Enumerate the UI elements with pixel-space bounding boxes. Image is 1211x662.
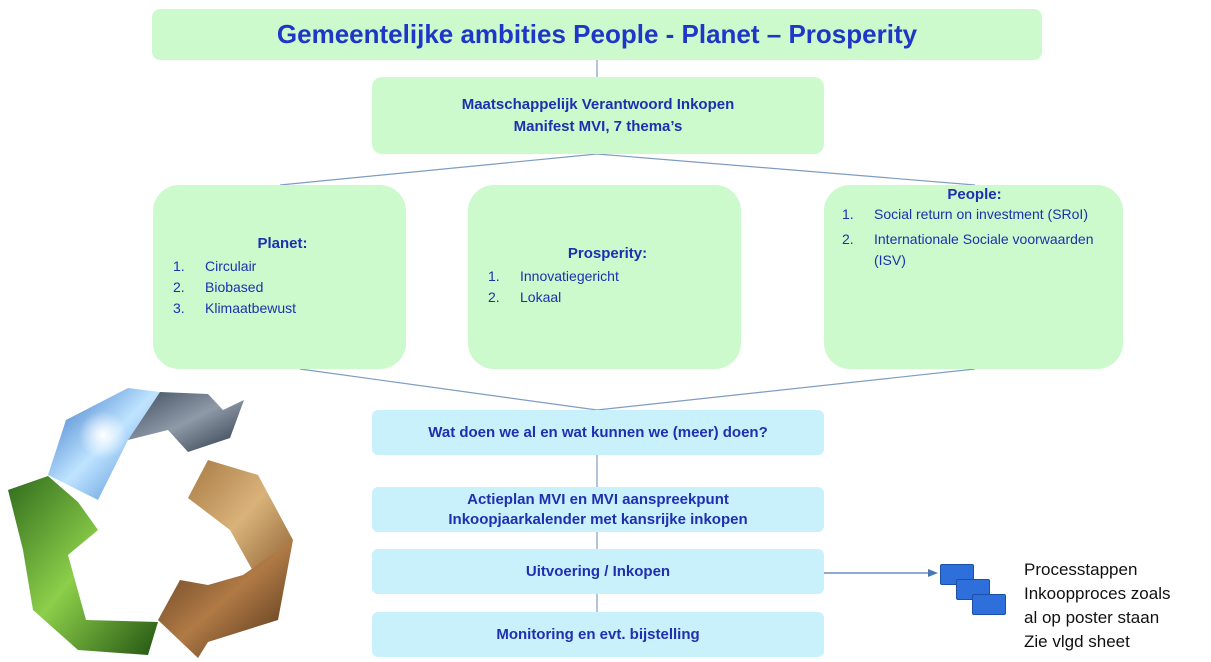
monitoring-text: Monitoring en evt. bijstelling [496,625,700,643]
list-item: 2.Internationale Sociale voorwaarden (IS… [842,231,1094,268]
sand-segment [188,460,293,580]
grass-segment [8,476,158,655]
prosperity-list: 1.Innovatiegericht 2.Lokaal [486,266,729,308]
mvi-box: Maatschappelijk Verantwoord Inkopen Mani… [372,77,824,154]
planet-list: 1.Circulair 2.Biobased 3.Klimaatbewust [171,256,394,319]
side-note-line-1: Processtappen [1024,560,1138,579]
arrow-head [928,569,938,577]
planet-to-question-connector [299,368,598,411]
list-item: 2.Biobased [173,279,264,295]
planet-box: Planet: 1.Circulair 2.Biobased 3.Klimaat… [153,185,406,369]
people-title: People: [947,186,1002,203]
recycle-icon [8,388,293,658]
mvi-line-2: Manifest MVI, 7 thema’s [513,117,683,135]
mvi-to-people-connector [596,153,976,186]
title-box: Gemeentelijke ambities People - Planet –… [152,9,1042,60]
prosperity-title: Prosperity: [567,245,648,262]
side-note-line-2: Inkoopproces zoals [1024,584,1171,603]
actieplan-box: Actieplan MVI en MVI aanspreekpunt Inkoo… [372,487,824,532]
monitoring-box: Monitoring en evt. bijstelling [372,612,824,657]
side-note-line-3: al op poster staan [1024,608,1160,627]
mvi-to-planet-connector [279,153,598,186]
water-segment [158,540,293,658]
list-item: 3.Klimaatbewust [173,300,297,316]
planet-title: Planet: [257,235,308,252]
question-box: Wat doen we al en wat kunnen we (meer) d… [372,410,824,455]
people-to-question-connector [596,368,976,411]
page-title: Gemeentelijke ambities People - Planet –… [276,19,918,49]
side-note: Processtappen Inkoopproces zoals al op p… [1024,558,1170,654]
side-note-line-4: Zie vlgd sheet [1024,632,1130,651]
uitvoering-text: Uitvoering / Inkopen [525,562,671,580]
prosperity-box: Prosperity: 1.Innovatiegericht 2.Lokaal [468,185,741,369]
people-list: 1.Social return on investment (SRoI) 2.I… [840,204,1109,271]
mvi-line-1: Maatschappelijk Verantwoord Inkopen [461,95,735,113]
list-item: 1.Social return on investment (SRoI) [842,206,1088,222]
list-item: 1.Circulair [173,258,257,274]
list-item: 1.Innovatiegericht [488,268,619,284]
list-item: 2.Lokaal [488,289,562,305]
storm-segment [128,392,244,452]
actieplan-line-1: Actieplan MVI en MVI aanspreekpunt [467,490,729,508]
uitvoering-box: Uitvoering / Inkopen [372,549,824,594]
question-text: Wat doen we al en wat kunnen we (meer) d… [428,423,768,441]
people-box: People: 1.Social return on investment (S… [824,185,1123,369]
actieplan-line-2: Inkoopjaarkalender met kansrijke inkopen [448,510,748,528]
